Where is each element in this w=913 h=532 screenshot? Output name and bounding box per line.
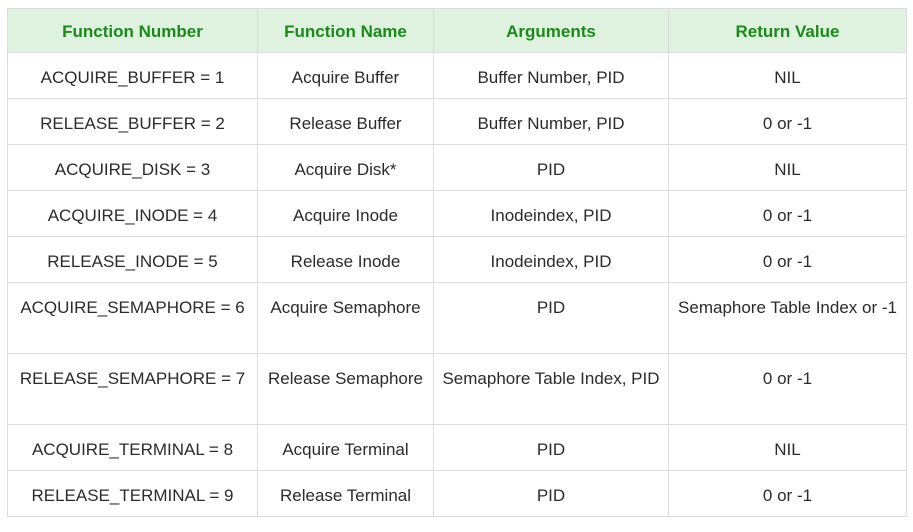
cell-return-value: NIL xyxy=(668,52,907,99)
table-row: RELEASE_BUFFER = 2 Release Buffer Buffer… xyxy=(7,98,907,145)
table-row: ACQUIRE_BUFFER = 1 Acquire Buffer Buffer… xyxy=(7,52,907,99)
header-return-value: Return Value xyxy=(668,8,907,53)
cell-return-value: 0 or -1 xyxy=(668,98,907,145)
cell-return-value: NIL xyxy=(668,144,907,191)
cell-arguments: Inodeindex, PID xyxy=(433,236,669,283)
cell-return-value: Semaphore Table Index or -1 xyxy=(668,282,907,354)
cell-arguments: Semaphore Table Index, PID xyxy=(433,353,669,425)
header-arguments: Arguments xyxy=(433,8,669,53)
table-row: RELEASE_TERMINAL = 9 Release Terminal PI… xyxy=(7,470,907,517)
cell-return-value: 0 or -1 xyxy=(668,353,907,425)
cell-function-number: RELEASE_TERMINAL = 9 xyxy=(7,470,258,517)
cell-function-number: RELEASE_BUFFER = 2 xyxy=(7,98,258,145)
cell-arguments: Buffer Number, PID xyxy=(433,52,669,99)
cell-return-value: NIL xyxy=(668,424,907,471)
cell-arguments: PID xyxy=(433,282,669,354)
cell-function-number: ACQUIRE_SEMAPHORE = 6 xyxy=(7,282,258,354)
cell-function-name: Release Buffer xyxy=(257,98,434,145)
table-row: ACQUIRE_INODE = 4 Acquire Inode Inodeind… xyxy=(7,190,907,237)
table-container: Function Number Function Name Arguments … xyxy=(7,8,907,517)
cell-arguments: PID xyxy=(433,144,669,191)
cell-function-name: Release Inode xyxy=(257,236,434,283)
cell-function-number: ACQUIRE_INODE = 4 xyxy=(7,190,258,237)
header-function-number: Function Number xyxy=(7,8,258,53)
cell-function-number: ACQUIRE_BUFFER = 1 xyxy=(7,52,258,99)
header-function-name: Function Name xyxy=(257,8,434,53)
cell-function-number: RELEASE_SEMAPHORE = 7 xyxy=(7,353,258,425)
cell-function-number: ACQUIRE_DISK = 3 xyxy=(7,144,258,191)
cell-function-name: Acquire Semaphore xyxy=(257,282,434,354)
cell-function-name: Acquire Terminal xyxy=(257,424,434,471)
cell-function-number: ACQUIRE_TERMINAL = 8 xyxy=(7,424,258,471)
cell-arguments: Inodeindex, PID xyxy=(433,190,669,237)
cell-arguments: Buffer Number, PID xyxy=(433,98,669,145)
cell-function-name: Acquire Disk* xyxy=(257,144,434,191)
cell-function-name: Acquire Buffer xyxy=(257,52,434,99)
cell-function-name: Acquire Inode xyxy=(257,190,434,237)
table-row: RELEASE_SEMAPHORE = 7 Release Semaphore … xyxy=(7,353,907,425)
cell-function-name: Release Terminal xyxy=(257,470,434,517)
cell-function-name: Release Semaphore xyxy=(257,353,434,425)
cell-function-number: RELEASE_INODE = 5 xyxy=(7,236,258,283)
table-row: RELEASE_INODE = 5 Release Inode Inodeind… xyxy=(7,236,907,283)
cell-return-value: 0 or -1 xyxy=(668,190,907,237)
table-row: ACQUIRE_DISK = 3 Acquire Disk* PID NIL xyxy=(7,144,907,191)
cell-arguments: PID xyxy=(433,470,669,517)
header-row: Function Number Function Name Arguments … xyxy=(7,8,907,53)
cell-arguments: PID xyxy=(433,424,669,471)
table-row: ACQUIRE_SEMAPHORE = 6 Acquire Semaphore … xyxy=(7,282,907,354)
table-row: ACQUIRE_TERMINAL = 8 Acquire Terminal PI… xyxy=(7,424,907,471)
cell-return-value: 0 or -1 xyxy=(668,236,907,283)
function-table: Function Number Function Name Arguments … xyxy=(7,8,907,517)
cell-return-value: 0 or -1 xyxy=(668,470,907,517)
